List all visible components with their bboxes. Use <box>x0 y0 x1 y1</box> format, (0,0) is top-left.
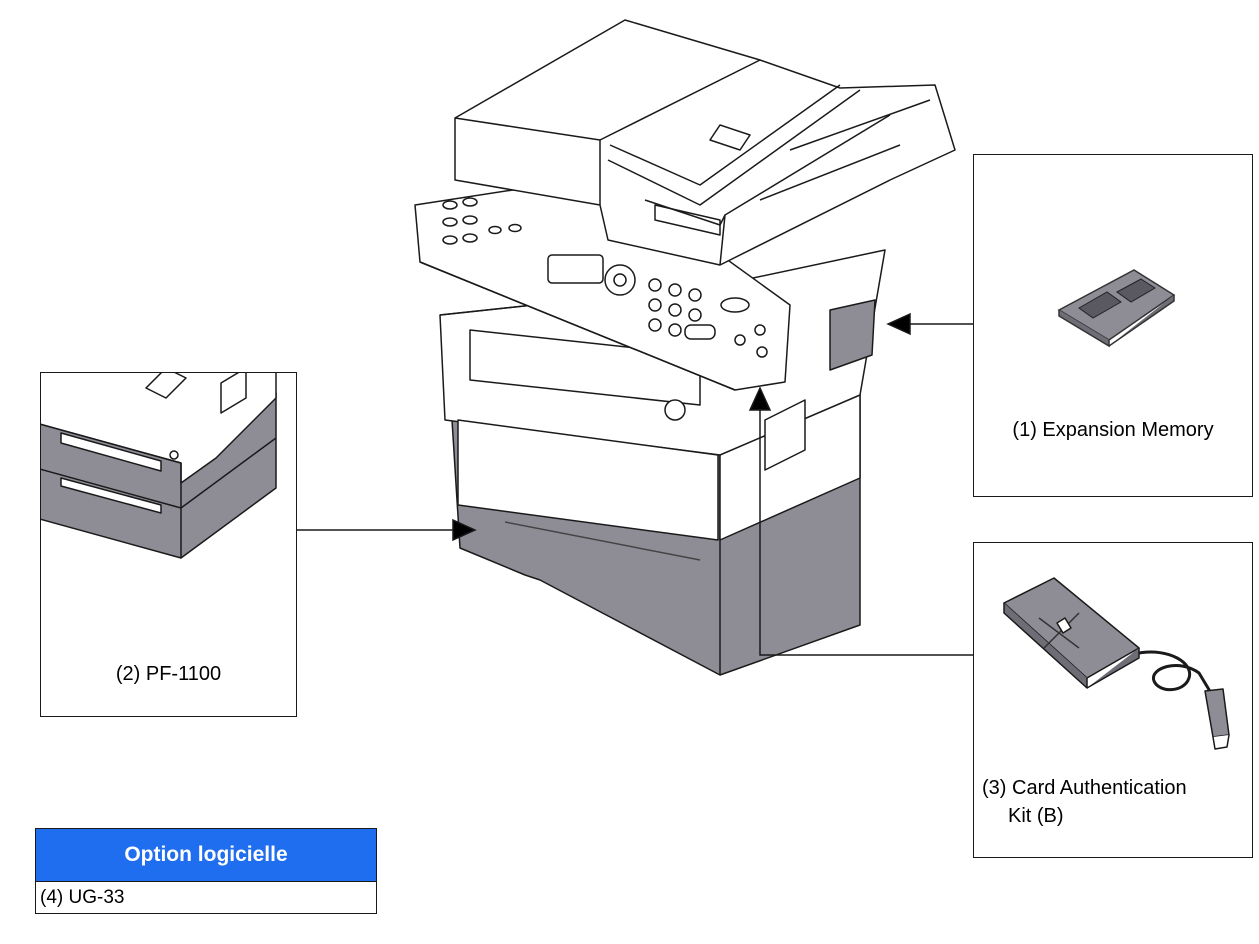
card-auth-kit-label-line2: Kit (B) <box>1008 805 1064 827</box>
expansion-memory-box: (1) Expansion Memory <box>973 154 1253 497</box>
expansion-memory-label: (1) Expansion Memory <box>1012 419 1214 441</box>
software-option-header: Option logicielle <box>36 829 376 882</box>
arrow-icon <box>748 386 772 411</box>
arrow-icon <box>886 312 911 336</box>
arrow-icon <box>452 518 477 542</box>
paper-feeder-icon <box>41 373 277 559</box>
card-reader-icon <box>1003 577 1230 750</box>
paper-feeder-label: (2) PF-1100 <box>115 663 222 685</box>
software-option-row: (4) UG-33 <box>40 887 125 908</box>
card-auth-kit-box: (3) Card Authentication Kit (B) <box>973 542 1253 858</box>
expansion-memory-icon <box>1057 269 1176 348</box>
software-option-table: Option logicielle (4) UG-33 <box>35 828 377 914</box>
card-auth-kit-label-line1: (3) Card Authentication <box>982 777 1187 799</box>
paper-feeder-box: (2) PF-1100 <box>40 372 297 717</box>
